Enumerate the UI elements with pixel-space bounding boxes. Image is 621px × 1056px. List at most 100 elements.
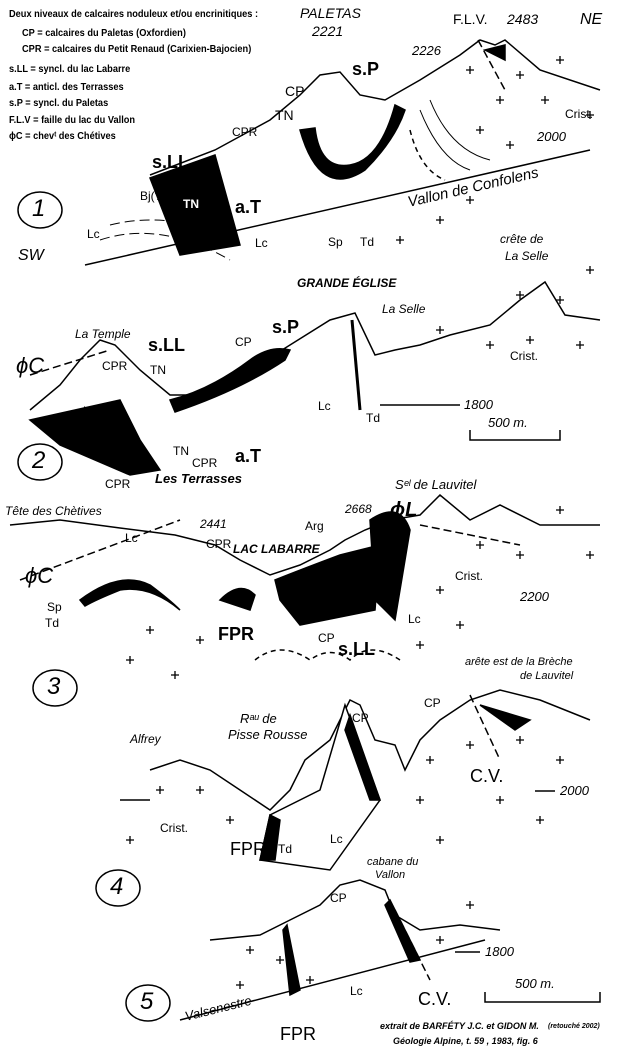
legend-phic: ϕC = chevᵗ des Chétives — [9, 130, 116, 142]
label: Td — [45, 616, 60, 630]
label: 2441 — [200, 517, 227, 531]
crystalline-cross — [541, 96, 549, 104]
label: Lc — [255, 236, 268, 250]
crystalline-cross — [126, 656, 134, 664]
crystalline-cross — [536, 816, 544, 824]
crystalline-cross — [306, 976, 314, 984]
label: LAC LABARRE — [233, 542, 320, 556]
label: s.P — [352, 59, 380, 79]
label: Sp — [328, 235, 343, 249]
label: TN — [275, 107, 294, 123]
legend-cp: CP = calcaires du Paletas (Oxfordien) — [22, 27, 186, 39]
label: Alfrey — [130, 732, 161, 746]
credit-journal: Géologie Alpine, t. 59 , 1983, fig. 6 — [393, 1036, 538, 1046]
label: Bj(?) — [140, 189, 166, 203]
label: Lc — [125, 531, 138, 545]
label: FPR — [230, 839, 266, 859]
crystalline-cross — [556, 756, 564, 764]
legend-flv: F.L.V = faille du lac du Vallon — [9, 114, 136, 126]
crystalline-cross — [476, 126, 484, 134]
section-number: 3 — [47, 673, 61, 700]
crystalline-cross — [146, 626, 154, 634]
crystalline-cross — [416, 796, 424, 804]
label: 2200 — [520, 589, 549, 604]
label: CP — [352, 711, 369, 725]
label: cabane du — [367, 856, 419, 868]
crystalline-cross — [506, 141, 514, 149]
crystalline-cross — [466, 741, 474, 749]
crystalline-cross — [526, 336, 534, 344]
label: CP — [318, 631, 335, 645]
crystalline-cross — [436, 326, 444, 334]
section-number: 1 — [32, 195, 46, 222]
crystalline-cross — [476, 541, 484, 549]
label: a.T — [235, 197, 262, 217]
label: Td — [360, 235, 375, 249]
label: crête de — [500, 232, 544, 246]
label: C.V. — [470, 766, 504, 786]
section-3-profile — [9, 493, 600, 661]
crystalline-cross — [426, 756, 434, 764]
legend-sll: s.LL = syncl. du lac Labarre — [9, 63, 131, 75]
legend-heading: Deux niveaux de calcaires noduleux et/ou… — [9, 8, 259, 20]
label: SW — [18, 247, 44, 264]
section-number-circle — [32, 669, 78, 707]
crystalline-cross — [556, 506, 564, 514]
crystalline-cross — [156, 786, 164, 794]
label: Crist. — [510, 349, 538, 363]
scale-bar-label: 500 m. — [515, 976, 555, 991]
label: La Selle — [382, 302, 426, 316]
crystalline-cross — [556, 296, 564, 304]
label: PALETAS — [300, 5, 361, 21]
crystalline-cross — [516, 71, 524, 79]
legend-cpr: CPR = calcaires du Petit Renaud (Carixie… — [22, 43, 252, 55]
label: arête est de la Brèche — [465, 656, 573, 668]
section-4-profile — [120, 689, 591, 871]
label: TN — [173, 444, 189, 458]
label: ϕC — [16, 353, 45, 378]
label: CPR — [105, 477, 131, 491]
crystalline-cross — [576, 341, 584, 349]
section-number: 4 — [110, 873, 124, 900]
crystalline-cross — [556, 56, 564, 64]
crystalline-cross — [516, 551, 524, 559]
section-number-circle — [125, 984, 171, 1022]
crystalline-cross — [586, 111, 594, 119]
section-number: 5 — [140, 988, 154, 1015]
crystalline-cross — [466, 66, 474, 74]
section-number-circle — [17, 443, 63, 481]
label: Td — [366, 411, 381, 425]
crystalline-cross — [456, 621, 464, 629]
label: Lc — [330, 832, 343, 846]
label: TN — [313, 562, 329, 576]
label: CP — [235, 335, 252, 349]
crystalline-cross — [276, 956, 284, 964]
crystalline-cross — [436, 586, 444, 594]
label: Tête des Chètives — [5, 504, 102, 518]
label: Sᵉˡ de Lauvitel — [395, 477, 477, 492]
label: Sp — [47, 600, 62, 614]
label: FPR — [218, 624, 254, 644]
crystalline-cross — [516, 291, 524, 299]
label: La Temple — [75, 327, 131, 341]
section-number-circle — [17, 191, 63, 229]
credit-authors: extrait de BARFÉTY J.C. et GIDON M. — [380, 1021, 539, 1031]
legend-sp: s.P = syncl. du Paletas — [9, 97, 109, 109]
label: Pisse Rousse — [228, 727, 308, 742]
crystalline-cross — [416, 641, 424, 649]
label: 1800 — [464, 397, 493, 412]
label: Td — [278, 842, 293, 856]
label: 2668 — [345, 502, 372, 516]
section-1-profile — [84, 39, 601, 266]
label: 2000 — [537, 129, 566, 144]
crystalline-cross — [126, 836, 134, 844]
crystalline-cross — [466, 901, 474, 909]
label: Lc — [318, 399, 331, 413]
label: 2221 — [312, 23, 344, 39]
crystalline-cross — [196, 636, 204, 644]
label: CP — [424, 696, 441, 710]
section-number-circle — [95, 869, 141, 907]
credit-retouch: (retouché 2002) — [548, 1023, 600, 1030]
